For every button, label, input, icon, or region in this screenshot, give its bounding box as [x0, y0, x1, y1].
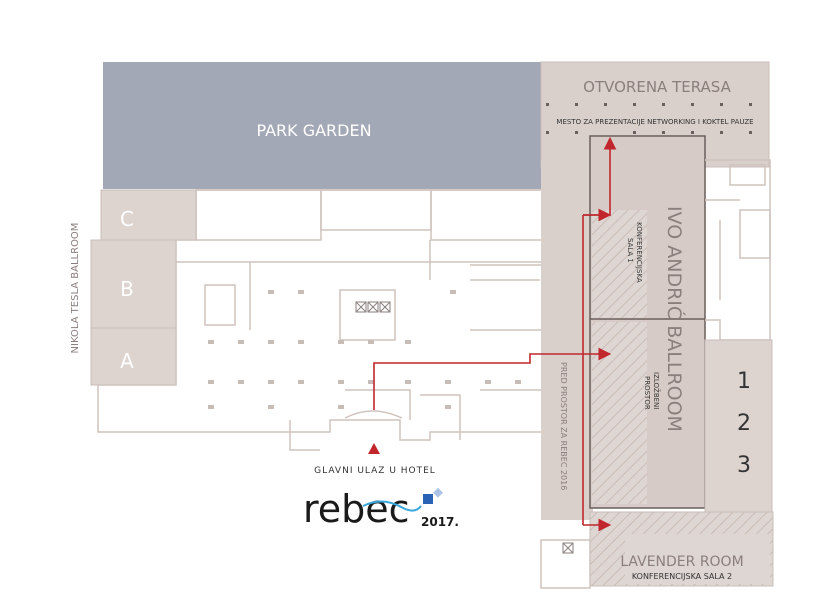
- pre-space-floor: [541, 160, 593, 520]
- terrace-dots: [546, 103, 752, 134]
- room-1-label: 1: [737, 369, 751, 394]
- exhibition-label-line1: IZLOŽBENI: [652, 372, 661, 409]
- tesla-ballroom-label: NIKOLA TESLA BALLROOM: [70, 223, 81, 354]
- lavender-room-label: LAVENDER ROOM: [620, 554, 743, 570]
- tesla-room-c: [100, 189, 197, 241]
- service-block: [705, 159, 771, 341]
- park-garden-label: PARK GARDEN: [256, 121, 371, 140]
- ivo-andric-label: IVO ANDRIĆ BALLROOM: [663, 206, 687, 432]
- tesla-room-b: [90, 239, 177, 329]
- park-garden-area: [103, 62, 543, 189]
- column-grid: [208, 290, 521, 409]
- tesla-room-a: [90, 327, 177, 386]
- room-a-label: A: [120, 349, 134, 373]
- pre-space-label: PRED PROSTOR ZA REBEC 2016: [559, 362, 568, 490]
- room-2-label: 2: [737, 411, 751, 436]
- room-b-label: B: [120, 277, 134, 301]
- rebec-logo: rebec 2017.: [303, 487, 459, 531]
- rooms-1-3-block: [704, 339, 773, 513]
- room-c-label: C: [120, 207, 134, 231]
- room-3-label: 3: [737, 453, 751, 478]
- otvorena-terasa-label: OTVORENA TERASA: [583, 78, 731, 96]
- stair-block: [540, 539, 591, 589]
- entrance-arch: [344, 410, 403, 419]
- sala1-label-line1: KONFERENCIJSKA: [635, 222, 643, 283]
- logo-year: 2017.: [421, 515, 459, 529]
- sala2-label: KONFERENCIJSKA SALA 2: [632, 572, 732, 581]
- route-path: [373, 136, 617, 532]
- networking-note: MESTO ZA PREZENTACIJE NETWORKING I KOKTE…: [556, 118, 753, 126]
- sala1-label-line2: SALA 1: [626, 238, 634, 263]
- main-entrance-label: GLAVNI ULAZ U HOTEL: [314, 466, 436, 476]
- entrance-marker: [368, 443, 380, 454]
- exhibition-hatch: [592, 322, 647, 504]
- exhibition-label-line2: PROSTOR: [643, 376, 651, 410]
- logo-text: rebec: [303, 487, 410, 531]
- sala1-hatch: [592, 210, 647, 318]
